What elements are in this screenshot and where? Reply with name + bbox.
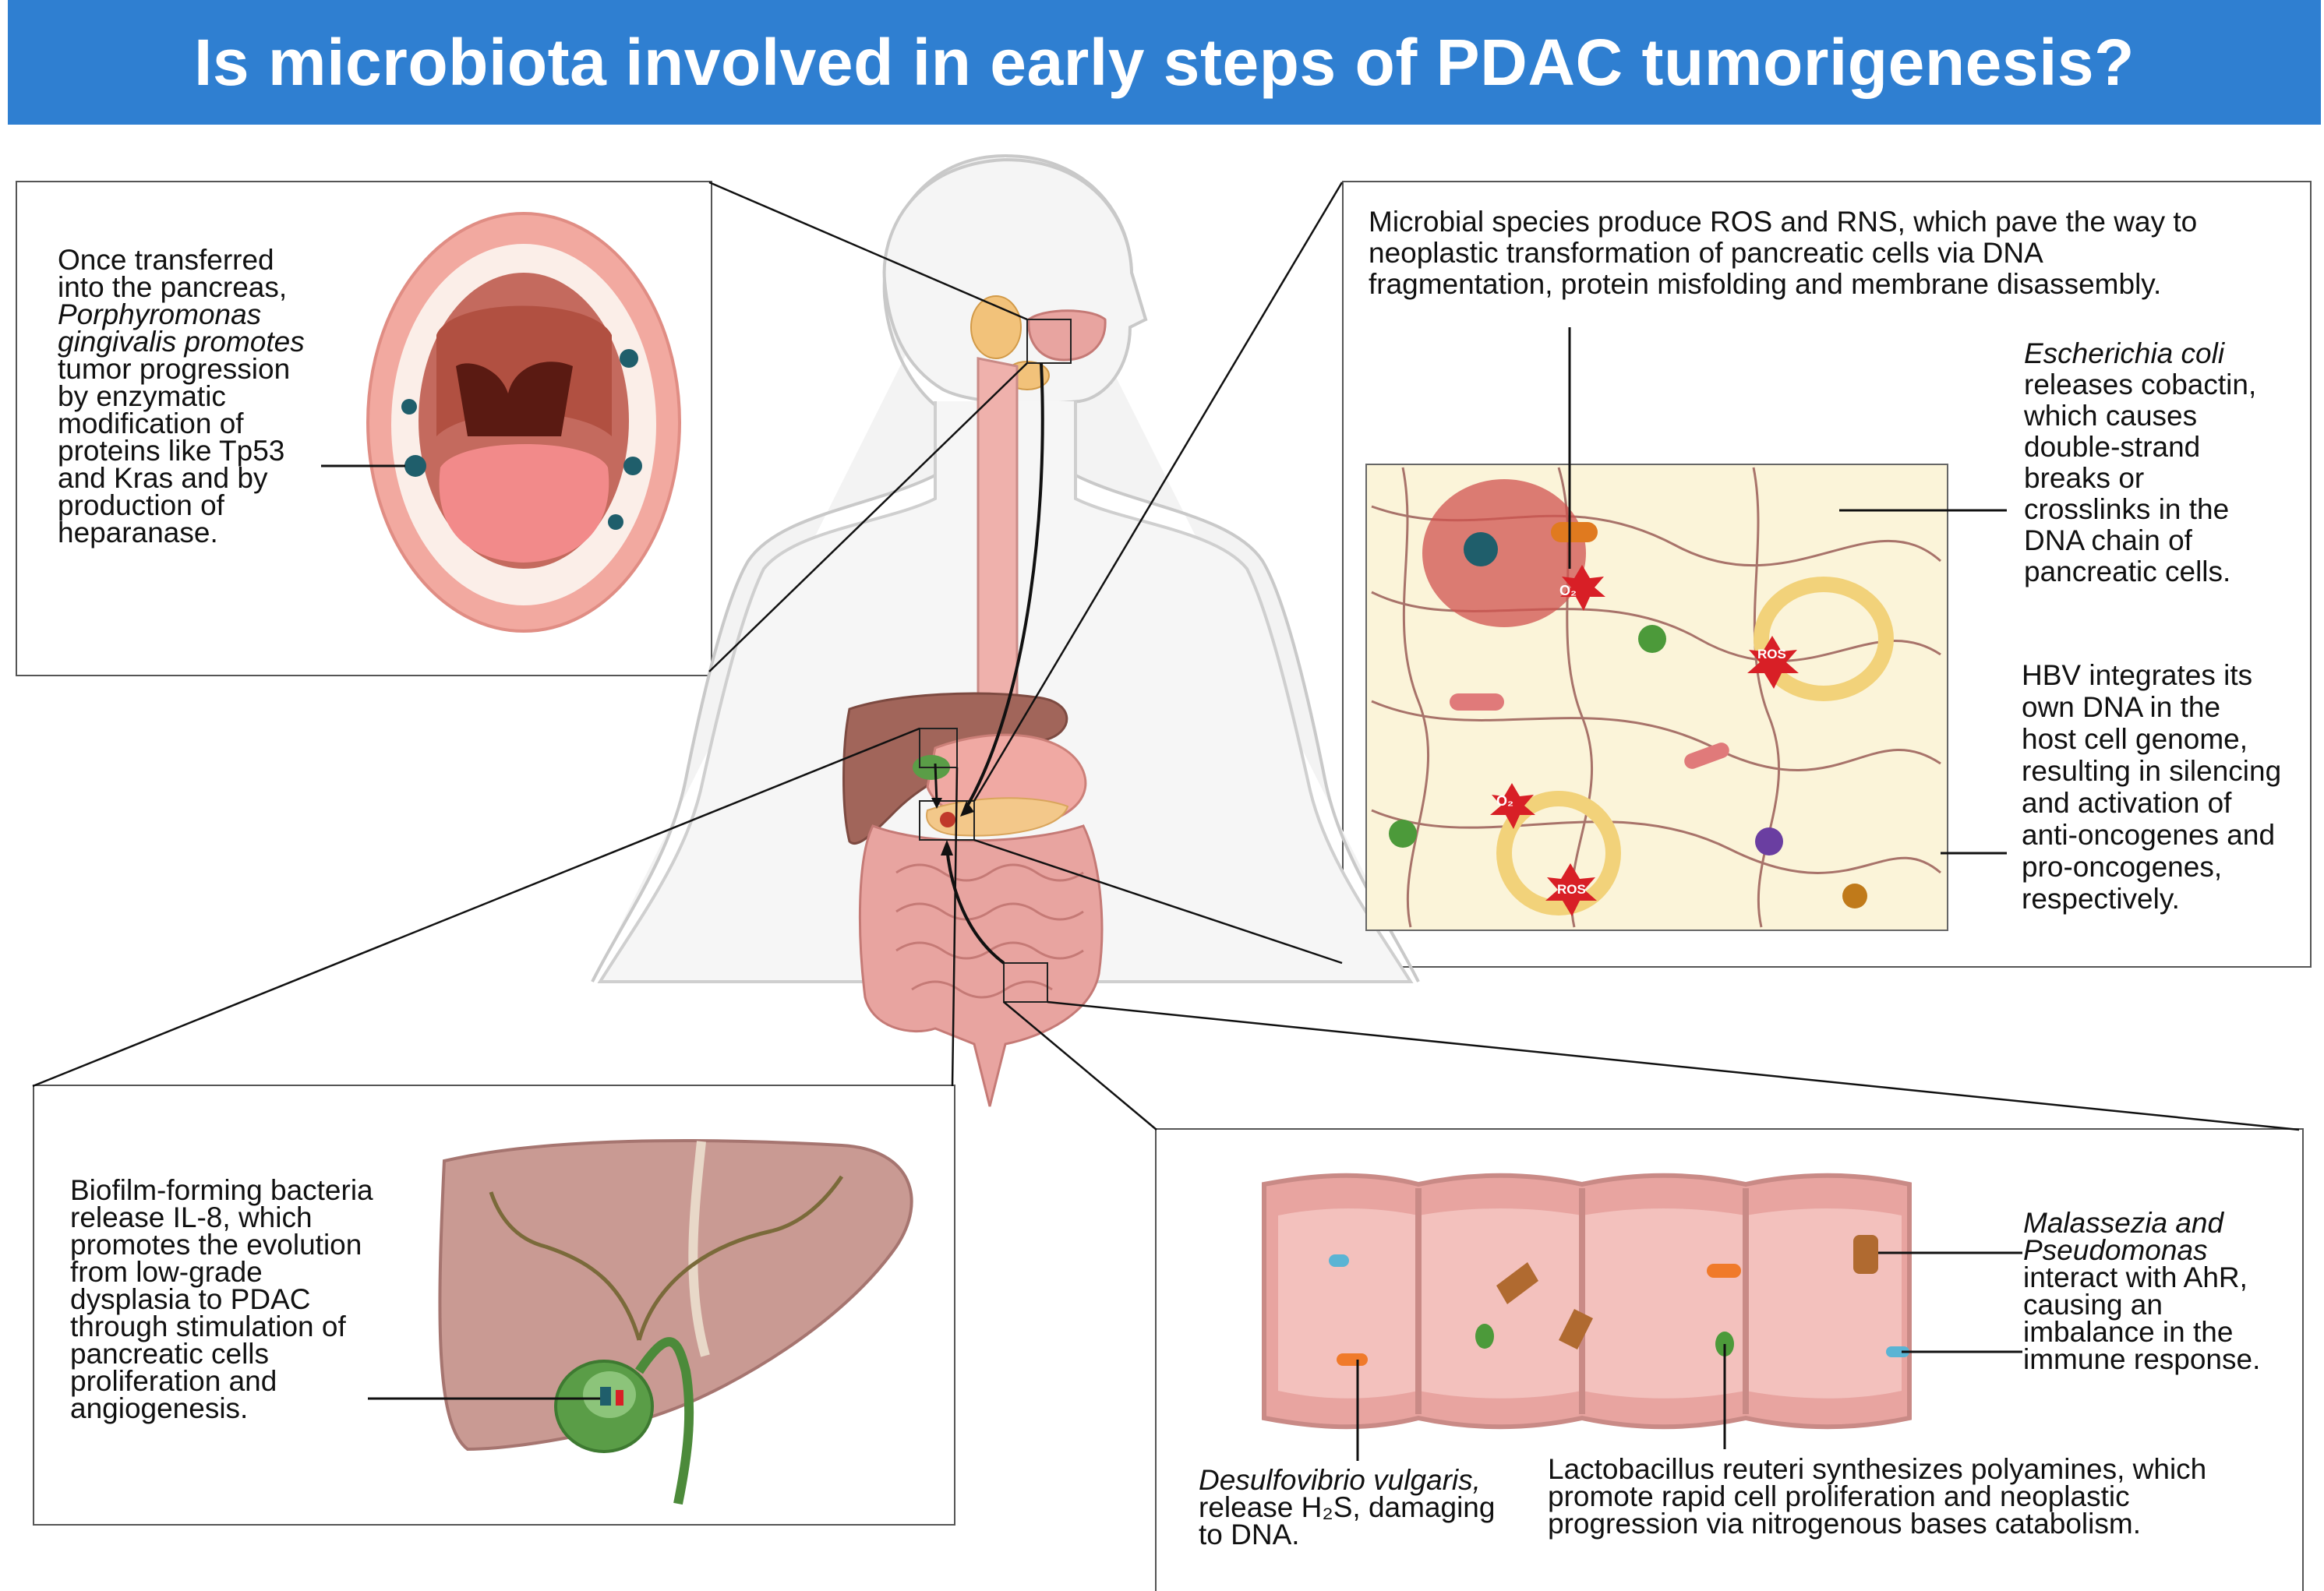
lactobacillus-text: Lactobacillus reuteri synthesizes polyam…: [1548, 1453, 2265, 1540]
oral-panel-text: Once transferred into the pancreas, Porp…: [58, 244, 323, 549]
text-line: proliferation and: [70, 1365, 277, 1397]
text-line: and Kras and by: [58, 462, 268, 494]
text-line: fragmentation, protein misfolding and me…: [1369, 268, 2162, 300]
text-line: HBV integrates its: [2022, 659, 2253, 691]
text-line: immune response.: [2023, 1343, 2261, 1375]
text-line: to DNA.: [1199, 1519, 1300, 1550]
text-line: Porphyromonas: [58, 298, 262, 330]
text-line: which causes: [2024, 400, 2198, 432]
text-line: promotes the evolution: [70, 1229, 362, 1261]
text-line: gingivalis promotes: [58, 326, 323, 358]
ros-label: ROS: [1757, 647, 1786, 661]
liver-panel-text: Biofilm-forming bacteria release IL-8, w…: [70, 1174, 413, 1424]
text-line: into the pancreas,: [58, 271, 288, 303]
text-line: causing an: [2023, 1289, 2163, 1321]
text-line: host cell genome,: [2022, 723, 2248, 755]
text-line: by enzymatic: [58, 380, 226, 412]
o2-label: O₂: [1496, 793, 1513, 809]
text-line: respectively.: [2022, 883, 2180, 915]
text-line: Malassezia and: [2023, 1207, 2224, 1239]
ros-label: ROS: [1557, 882, 1586, 897]
text-line: modification of: [58, 407, 244, 439]
text-line: Once transferred: [58, 244, 274, 276]
text-line: double-strand: [2024, 431, 2201, 463]
text-line: interact with AhR,: [2023, 1261, 2248, 1293]
text-line: heparanase.: [58, 517, 218, 549]
o2-label: O₂: [1559, 583, 1577, 598]
text-line: anti-oncogenes and: [2022, 819, 2276, 851]
open-mouth-illustration: [321, 212, 681, 633]
text-line: through stimulation of: [70, 1311, 346, 1342]
text-line: release H₂S, damaging: [1199, 1491, 1496, 1523]
liver-gallbladder-illustration: [368, 1139, 913, 1505]
hbv-text: HBV integrates its own DNA in the host c…: [2022, 659, 2314, 915]
text-line: pancreatic cells: [70, 1338, 270, 1370]
text-line: from low-grade: [70, 1256, 263, 1288]
desulfovibrio-text: Desulfovibrio vulgaris, release H₂S, dam…: [1199, 1464, 1510, 1550]
text-line: breaks or: [2024, 462, 2145, 494]
text-line: promote rapid cell proliferation and neo…: [1548, 1480, 2130, 1512]
text-line: angiogenesis.: [70, 1392, 249, 1424]
text-line: own DNA in the: [2022, 691, 2221, 723]
text-line: release IL-8, which: [70, 1201, 313, 1233]
text-line: production of: [58, 489, 224, 521]
intestine-segment-illustration: [1262, 1173, 2022, 1461]
ros-rns-text: Microbial species produce ROS and RNS, w…: [1369, 206, 2288, 300]
figure-title: Is microbiota involved in early steps of…: [194, 26, 2135, 99]
zoom-connector-lines: [32, 181, 2300, 1131]
title-banner: Is microbiota involved in early steps of…: [8, 0, 2321, 125]
malassezia-text: Malassezia and Pseudomonas interact with…: [2023, 1207, 2304, 1375]
text-line: Biofilm-forming bacteria: [70, 1174, 373, 1206]
text-line: releases cobactin,: [2024, 369, 2257, 400]
text-line: pro-oncogenes,: [2022, 851, 2223, 883]
text-line: proteins like Tp53: [58, 435, 285, 467]
text-line: DNA chain of: [2024, 524, 2192, 556]
text-line: crosslinks in the: [2024, 493, 2230, 525]
text-line: pancreatic cells.: [2024, 556, 2231, 587]
text-line: Microbial species produce ROS and RNS, w…: [1369, 206, 2198, 238]
text-line: resulting in silencing: [2022, 755, 2282, 787]
text-line: tumor progression: [58, 353, 291, 385]
species-name: gingivalis promotes: [58, 326, 305, 358]
text-line: neoplastic transformation of pancreatic …: [1369, 237, 2043, 269]
species-name: Escherichia coli: [2024, 337, 2225, 369]
text-line: Pseudomonas: [2023, 1234, 2208, 1266]
human-body-illustration: [591, 154, 1420, 1107]
text-line: imbalance in the: [2023, 1316, 2234, 1348]
pancreatic-tissue-illustration: [1365, 327, 2007, 931]
text-line: dysplasia to PDAC: [70, 1283, 311, 1315]
text-line: Desulfovibrio vulgaris,: [1199, 1464, 1481, 1496]
text-line: progression via nitrogenous bases catabo…: [1548, 1508, 2141, 1540]
ecoli-text: Escherichia coli releases cobactin, whic…: [2024, 338, 2312, 587]
text-line: and activation of: [2022, 787, 2232, 819]
text-line: Lactobacillus reuteri synthesizes polyam…: [1548, 1453, 2207, 1485]
